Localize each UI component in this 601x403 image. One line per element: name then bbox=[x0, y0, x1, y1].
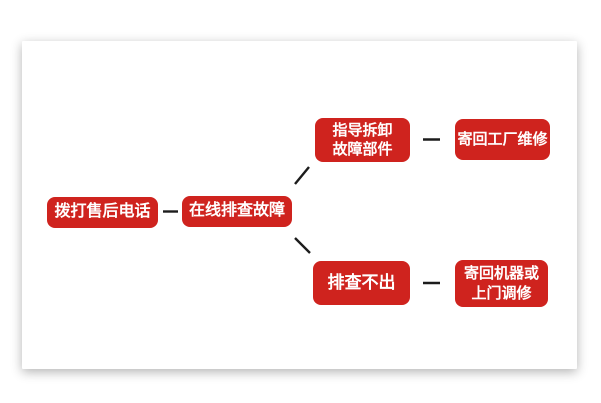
node-online-troubleshooting: 在线排查故障 bbox=[182, 196, 292, 227]
connector-online-failed bbox=[294, 237, 311, 254]
node-return-to-factory-repair: 寄回工厂维修 bbox=[455, 119, 550, 160]
flowchart-card: 拨打售后电话 在线排查故障 指导拆卸 故障部件 寄回工厂维修 排查不出 寄回机器… bbox=[22, 41, 577, 369]
node-call-after-sales-hotline: 拨打售后电话 bbox=[47, 197, 158, 228]
node-troubleshooting-failed: 排查不出 bbox=[313, 261, 410, 305]
node-guide-disassemble-faulty-parts: 指导拆卸 故障部件 bbox=[315, 118, 410, 162]
connector-online-guide bbox=[294, 166, 310, 185]
node-return-machine-or-onsite-repair: 寄回机器或 上门调修 bbox=[455, 260, 548, 307]
